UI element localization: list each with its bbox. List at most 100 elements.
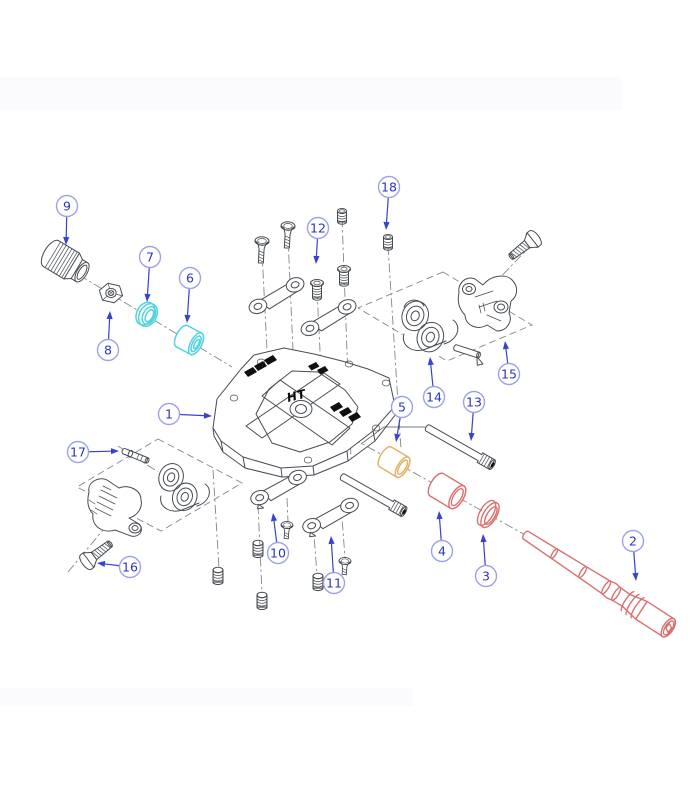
callout-number: 5 bbox=[398, 399, 406, 414]
callout-number: 15 bbox=[501, 366, 517, 381]
callout-arrowhead bbox=[106, 311, 113, 320]
callout-number: 18 bbox=[381, 179, 397, 194]
callout-number: 4 bbox=[438, 543, 446, 558]
callout-leader-line bbox=[505, 348, 509, 364]
callout-leader-line bbox=[482, 541, 486, 566]
callout-arrowhead bbox=[480, 534, 487, 543]
link-plate bbox=[300, 299, 357, 337]
bushing-inner bbox=[377, 445, 411, 479]
callout-leader-line bbox=[88, 450, 112, 453]
callout-arrowhead bbox=[97, 560, 106, 568]
callout-balloon bbox=[306, 216, 330, 240]
callout-leader-line bbox=[430, 364, 434, 387]
barrel-nut bbox=[310, 279, 324, 301]
callout-11: 11 bbox=[322, 536, 346, 595]
callout-number: 1 bbox=[165, 406, 173, 421]
traction-pin bbox=[312, 572, 324, 592]
callout-number: 6 bbox=[186, 270, 194, 285]
background-band-bottom bbox=[0, 688, 413, 706]
retention-wing-lower bbox=[87, 478, 142, 537]
callout-balloon bbox=[497, 362, 521, 386]
callout-arrowhead bbox=[468, 432, 475, 441]
callout-leader-line bbox=[65, 216, 68, 238]
end-cap bbox=[40, 239, 90, 283]
background-band-top bbox=[0, 77, 622, 110]
callout-15: 15 bbox=[497, 341, 521, 386]
callout-arrowhead bbox=[394, 433, 401, 442]
plane-bottom-left bbox=[76, 438, 243, 532]
retention-wing bbox=[457, 275, 518, 332]
axle-nut bbox=[98, 282, 124, 304]
callout-arrowhead bbox=[270, 513, 278, 522]
callout-leader-line bbox=[146, 267, 150, 295]
callout-balloon bbox=[430, 539, 454, 563]
retention-spring bbox=[401, 299, 459, 355]
callout-balloon bbox=[422, 385, 446, 409]
callout-arrowhead bbox=[427, 357, 434, 366]
callout-2: 2 bbox=[621, 529, 645, 581]
callout-9: 9 bbox=[55, 194, 79, 245]
link-plate bbox=[248, 277, 305, 315]
callout-balloon bbox=[266, 541, 290, 565]
callout-number: 2 bbox=[629, 533, 637, 548]
callout-7: 7 bbox=[138, 245, 162, 302]
traction-pin bbox=[212, 566, 224, 586]
callout-arrowhead bbox=[63, 236, 70, 245]
callout-leader-line bbox=[396, 417, 401, 435]
callout-leader-line bbox=[104, 563, 120, 567]
traction-pin bbox=[252, 539, 264, 559]
callout-balloon bbox=[178, 266, 202, 290]
body-screw bbox=[254, 236, 270, 264]
callout-arrowhead bbox=[144, 293, 151, 302]
pedal-logo: HT bbox=[285, 387, 307, 405]
callout-10: 10 bbox=[266, 513, 290, 565]
callout-18: 18 bbox=[377, 175, 401, 230]
callout-arrowhead bbox=[383, 221, 390, 230]
callout-17: 17 bbox=[66, 440, 119, 464]
callout-number: 10 bbox=[270, 545, 286, 560]
callout-arrowhead bbox=[436, 511, 443, 520]
callout-number: 9 bbox=[63, 198, 71, 213]
callout-1: 1 bbox=[157, 402, 212, 426]
callout-leader-line bbox=[385, 197, 389, 223]
wing-pin-lower bbox=[121, 448, 150, 464]
bushing-outer bbox=[427, 472, 467, 510]
callout-arrowhead bbox=[203, 412, 212, 419]
wing-pin bbox=[453, 344, 484, 366]
callout-leader-line bbox=[330, 543, 334, 573]
callout-3: 3 bbox=[474, 534, 498, 588]
callout-number: 3 bbox=[482, 568, 490, 583]
callout-balloon bbox=[621, 529, 645, 553]
callout-leader-line bbox=[179, 413, 205, 417]
axle-bolt bbox=[424, 424, 496, 470]
wing-bolt-top bbox=[508, 230, 542, 260]
callout-number: 12 bbox=[310, 220, 326, 235]
callout-12: 12 bbox=[306, 216, 330, 264]
callout-balloon bbox=[138, 245, 162, 269]
link-plate bbox=[302, 497, 359, 538]
callout-number: 16 bbox=[122, 559, 138, 574]
callout-4: 4 bbox=[430, 511, 454, 563]
seal-ring bbox=[476, 499, 500, 529]
callout-arrowhead bbox=[184, 314, 191, 323]
link-screw bbox=[280, 520, 294, 540]
callout-balloon bbox=[96, 338, 120, 362]
callout-number: 17 bbox=[70, 444, 86, 459]
retention-spring-lower bbox=[153, 462, 210, 512]
set-screw bbox=[337, 208, 347, 225]
callout-number: 11 bbox=[326, 575, 342, 590]
callout-leader-line bbox=[315, 238, 319, 257]
callout-arrowhead bbox=[313, 255, 320, 264]
callout-balloon bbox=[157, 402, 181, 426]
callout-balloon bbox=[462, 390, 486, 414]
callout-number: 14 bbox=[426, 389, 442, 404]
callout-arrowhead bbox=[632, 572, 639, 581]
callout-leader-line bbox=[439, 518, 442, 541]
callout-arrowhead bbox=[110, 448, 119, 455]
callout-arrowhead bbox=[502, 341, 510, 350]
callout-arrowhead bbox=[328, 536, 335, 545]
callout-balloon bbox=[474, 564, 498, 588]
callout-8: 8 bbox=[96, 311, 120, 362]
